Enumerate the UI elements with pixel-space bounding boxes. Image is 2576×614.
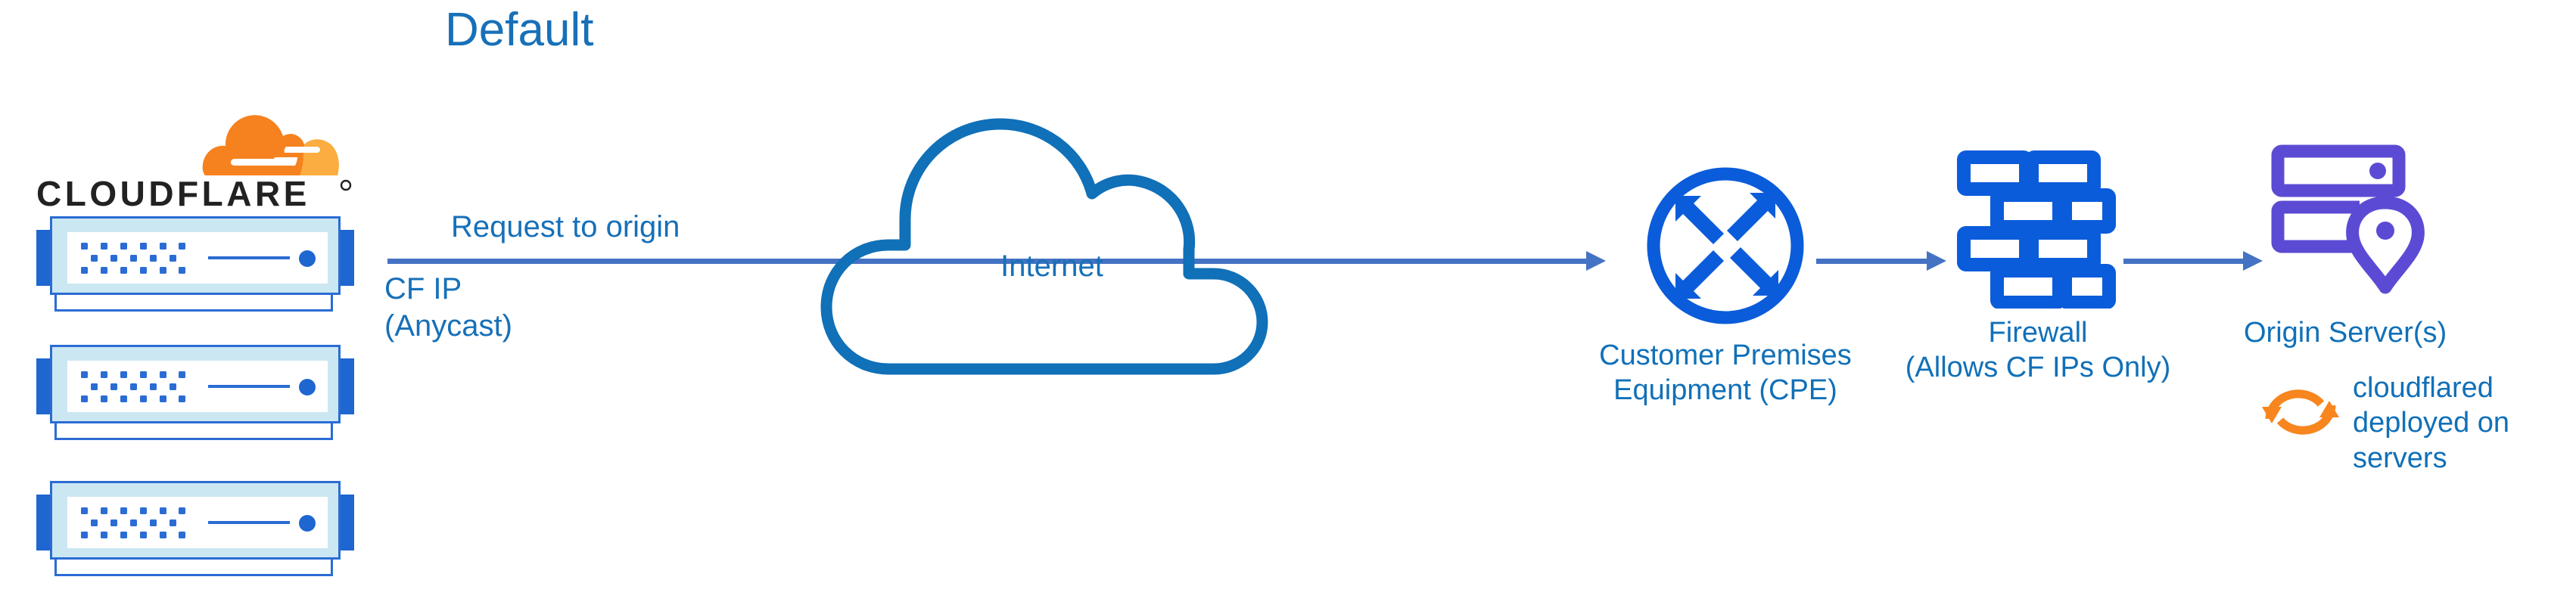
cloudflare-cloud-icon — [202, 115, 339, 175]
server-body — [50, 481, 341, 560]
server-faceplate — [67, 232, 328, 284]
cloudflare-edge-server-1 — [36, 216, 354, 313]
arrow-shaft — [2123, 259, 2243, 264]
arrow-firewall-to-origin — [2123, 251, 2263, 271]
server-rack-location-pin-icon — [2271, 144, 2425, 294]
server-faceplate — [67, 497, 328, 548]
internet-label: Internet — [1000, 250, 1103, 283]
server-led-icon — [299, 250, 316, 267]
firewall-node — [1955, 148, 2118, 309]
internet-node: Internet — [810, 106, 1294, 378]
arrow-head-icon — [1927, 251, 1946, 271]
cloudflare-edge-server-3 — [36, 481, 354, 578]
arrow-shaft — [1816, 259, 1927, 264]
brick-wall-icon — [1957, 150, 2116, 309]
cloudflare-wordmark: CLOUDFLARE — [36, 175, 352, 213]
arrow-edge-to-cpe — [387, 251, 1606, 271]
server-status-line — [208, 521, 290, 524]
server-status-line — [208, 385, 290, 388]
cf-ip-anycast-label: CF IP (Anycast) — [384, 272, 512, 343]
cloud-outline-icon — [820, 118, 1268, 375]
cloudflared-note-label: cloudflared deployed on servers — [2353, 372, 2510, 474]
origin-server-node — [2270, 144, 2437, 295]
server-body — [50, 216, 341, 295]
server-led-icon — [299, 379, 316, 395]
cloudflared-note-group: cloudflared deployed on servers — [2259, 371, 2576, 507]
server-led-icon — [299, 515, 316, 532]
request-to-origin-label: Request to origin — [451, 210, 680, 243]
origin-server-label: Origin Server(s) — [2244, 317, 2447, 349]
server-status-line — [208, 256, 290, 259]
arrow-cpe-to-firewall — [1816, 251, 1946, 271]
customer-premises-equipment-label: Customer Premises Equipment (CPE) — [1599, 340, 1852, 406]
arrow-head-icon — [2243, 251, 2263, 271]
cloudflare-logo: CLOUDFLARE — [36, 106, 354, 219]
sync-arrows-icon — [2262, 389, 2339, 435]
server-faceplate — [67, 361, 328, 412]
customer-premises-equipment-node — [1642, 163, 1809, 329]
server-vent-dots-icon — [81, 371, 185, 402]
firewall-label: Firewall (Allows CF IPs Only) — [1905, 317, 2171, 383]
router-four-arrows-circle-icon — [1647, 167, 1804, 324]
page-title: Default — [445, 4, 594, 56]
server-vent-dots-icon — [81, 507, 185, 538]
arrow-shaft — [387, 259, 1586, 264]
arrow-head-icon — [1586, 251, 1606, 271]
cloudflare-edge-server-2 — [36, 345, 354, 442]
svg-text:CLOUDFLARE: CLOUDFLARE — [36, 175, 310, 213]
server-body — [50, 345, 341, 423]
server-vent-dots-icon — [81, 243, 185, 274]
